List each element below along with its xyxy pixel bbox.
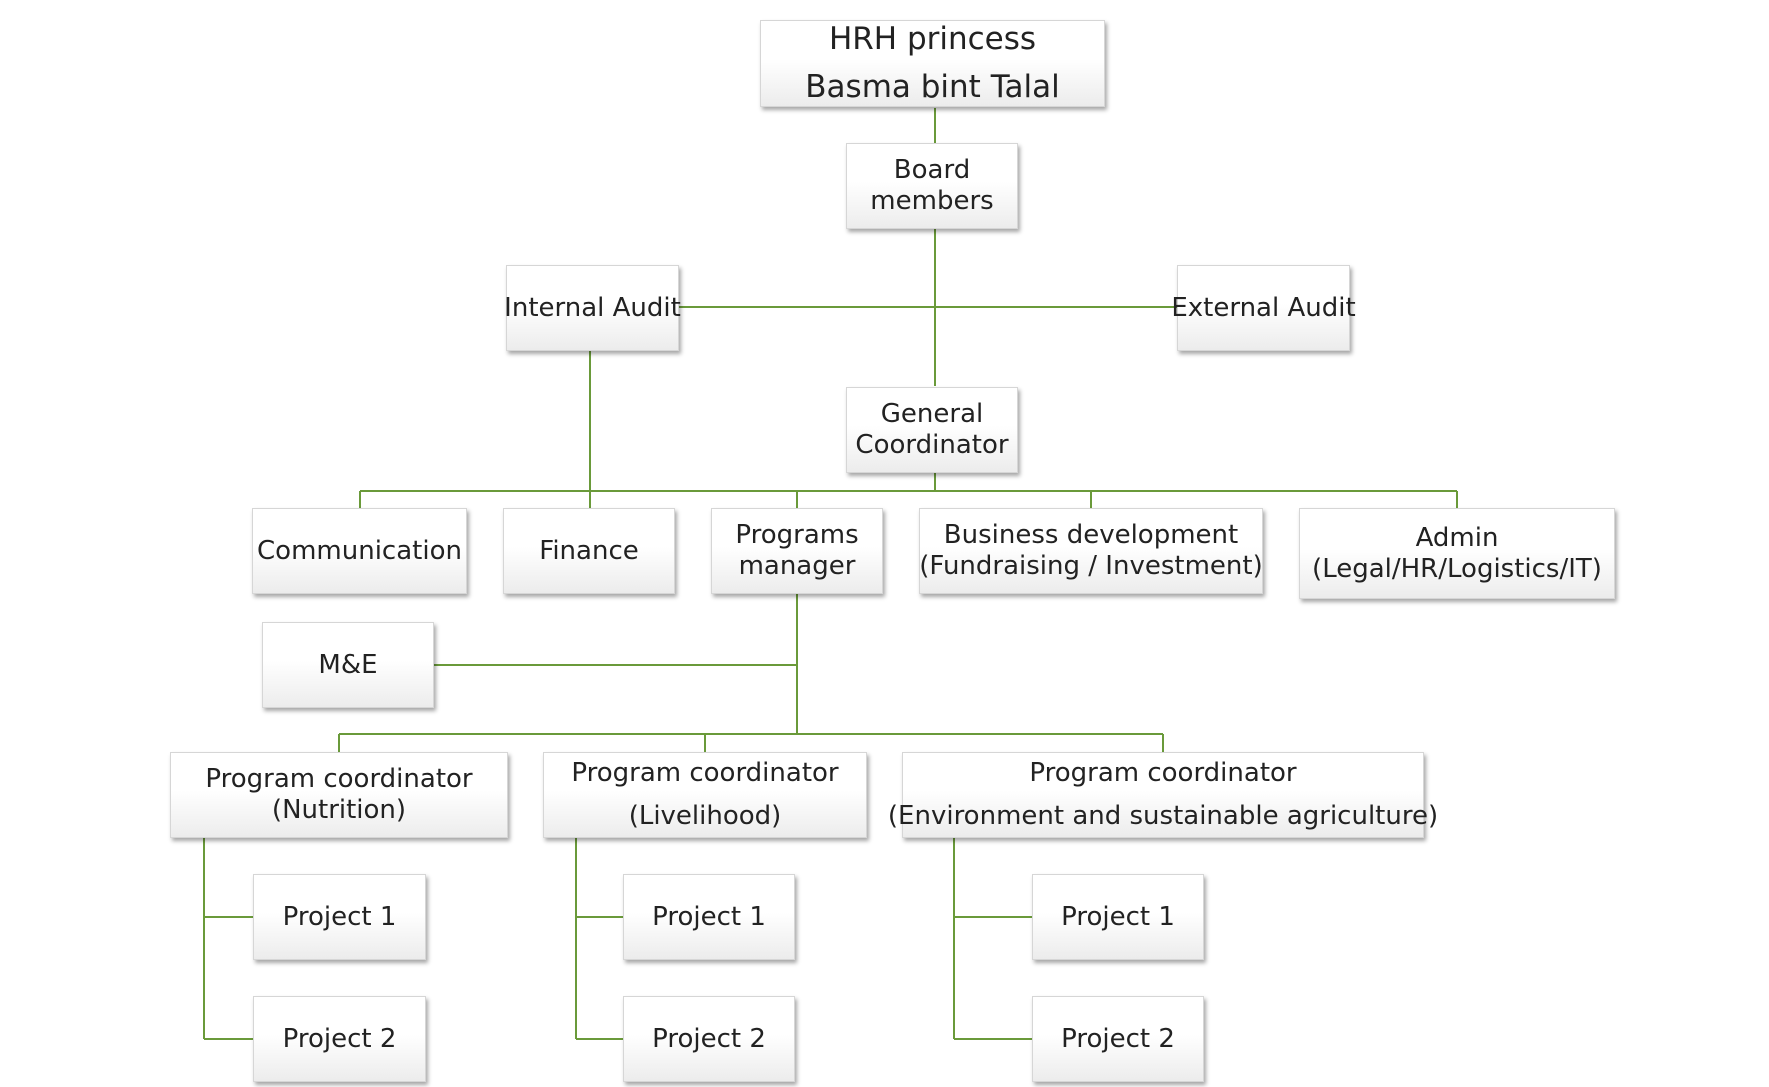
node-admin: Admin (Legal/HR/Logistics/IT) bbox=[1299, 508, 1615, 599]
node-label-line2: members bbox=[870, 186, 994, 216]
node-internal-audit: Internal Audit bbox=[504, 265, 681, 351]
node-label-line1: Project 2 bbox=[1061, 1023, 1175, 1054]
node-label-line1: Project 1 bbox=[282, 901, 397, 932]
node-label-line2: (Livelihood) bbox=[628, 801, 782, 831]
node-label-line1: Business development bbox=[943, 520, 1239, 551]
node-general-coordinator: General Coordinator bbox=[846, 387, 1018, 473]
node-environment-project-1: Project 1 bbox=[1032, 874, 1204, 960]
node-livelihood-project-1: Project 1 bbox=[623, 874, 795, 960]
node-label-line1: Project 1 bbox=[652, 901, 766, 932]
node-board-members: Board members bbox=[846, 143, 1018, 229]
node-programs-manager: Programs manager bbox=[711, 508, 883, 594]
node-label-line1: Communication bbox=[257, 535, 462, 566]
node-label-line2: manager bbox=[738, 551, 856, 581]
node-label-line1: HRH princess bbox=[828, 21, 1037, 57]
node-finance: Finance bbox=[503, 508, 675, 594]
node-label-line1: Finance bbox=[539, 535, 639, 566]
node-label-line2: (Legal/HR/Logistics/IT) bbox=[1312, 553, 1602, 584]
node-nutrition-project-2: Project 2 bbox=[253, 996, 426, 1082]
node-external-audit: External Audit bbox=[1171, 265, 1356, 351]
node-label-line1: Project 1 bbox=[1061, 901, 1175, 932]
node-nutrition-project-1: Project 1 bbox=[253, 874, 426, 960]
node-label-line1: Board bbox=[893, 155, 971, 186]
node-m-and-e: M&E bbox=[262, 622, 434, 708]
node-business-development: Business development (Fundraising / Inve… bbox=[919, 508, 1263, 594]
node-program-coordinator-livelihood: Program coordinator (Livelihood) bbox=[543, 752, 867, 838]
node-label-line2: Coordinator bbox=[855, 430, 1009, 460]
node-program-coordinator-nutrition: Program coordinator (Nutrition) bbox=[170, 752, 508, 838]
node-label-line1: General bbox=[880, 399, 984, 430]
node-label-line1: Project 2 bbox=[282, 1023, 397, 1054]
node-hrh-princess: HRH princess Basma bint Talal bbox=[760, 20, 1105, 107]
node-label-line1: External Audit bbox=[1171, 292, 1356, 323]
node-label-line1: Internal Audit bbox=[504, 292, 681, 323]
node-label-line1: Project 2 bbox=[652, 1023, 766, 1054]
node-label-line2: (Nutrition) bbox=[271, 795, 407, 825]
node-label-line1: Program coordinator bbox=[571, 758, 839, 789]
node-environment-project-2: Project 2 bbox=[1032, 996, 1204, 1082]
node-label-line1: Program coordinator bbox=[1029, 758, 1297, 789]
node-livelihood-project-2: Project 2 bbox=[623, 996, 795, 1082]
node-label-line1: Programs bbox=[735, 520, 859, 551]
node-communication: Communication bbox=[252, 508, 467, 594]
node-label-line2: (Fundraising / Investment) bbox=[919, 551, 1263, 581]
node-program-coordinator-environment: Program coordinator (Environment and sus… bbox=[888, 752, 1438, 838]
node-label-line2: Basma bint Talal bbox=[805, 69, 1060, 105]
node-label-line2: (Environment and sustainable agriculture… bbox=[887, 801, 1439, 831]
node-label-line1: Program coordinator bbox=[205, 764, 473, 795]
node-label-line1: Admin bbox=[1415, 522, 1499, 553]
node-label-line1: M&E bbox=[318, 649, 378, 680]
